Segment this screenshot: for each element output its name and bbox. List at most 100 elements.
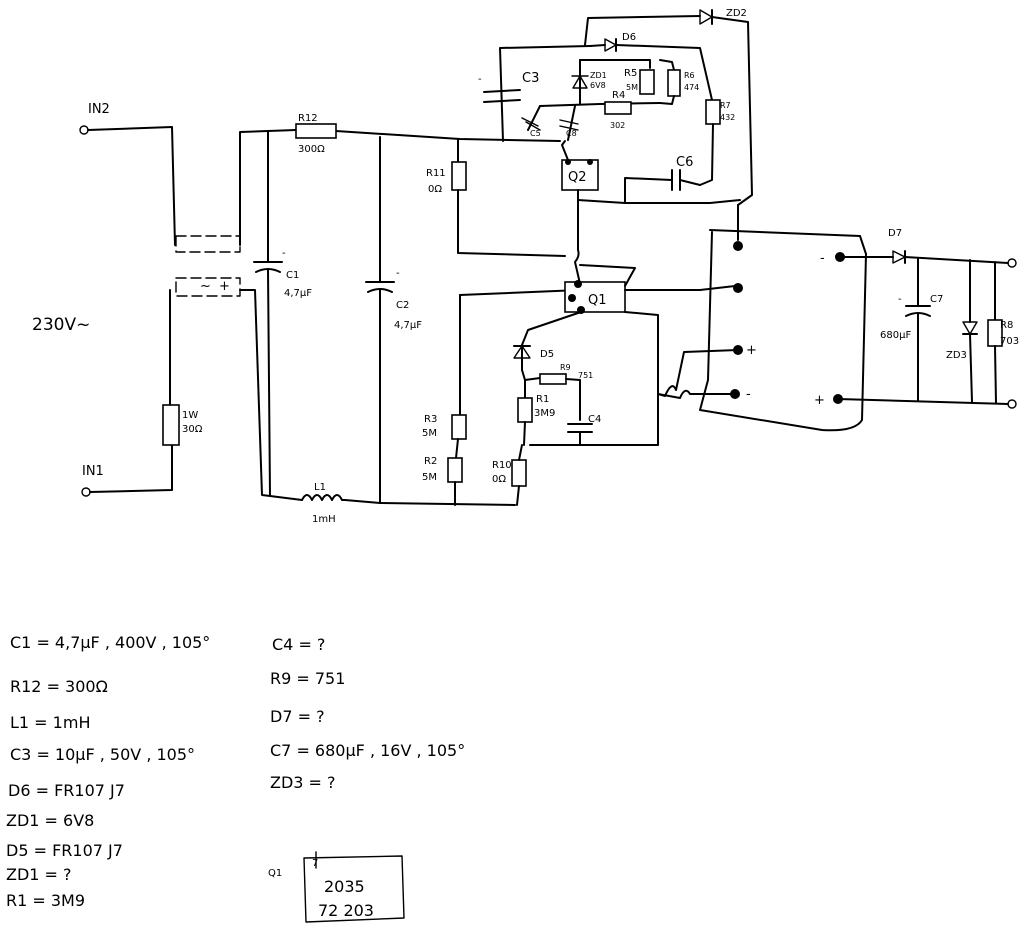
r6-value: 474 (684, 83, 699, 92)
zd2: ZD2 (584, 8, 753, 206)
d6: D6 (589, 32, 713, 101)
wire-cap-bus (539, 102, 661, 107)
r5-name: R5 (624, 68, 637, 79)
wire-in1 (89, 443, 173, 493)
d6-name: D6 (622, 32, 636, 43)
c6-name: C6 (676, 155, 693, 170)
transformer-aux-plus: + (746, 343, 757, 358)
c1-name: C1 (286, 270, 299, 281)
c4-name: C4 (588, 414, 601, 425)
wire-hv-rail (335, 130, 561, 142)
r8-name: R8 (1000, 320, 1013, 331)
out-plus-terminal (1007, 258, 1017, 268)
fuse-resistor: 1W 30Ω (162, 404, 203, 446)
note-c7: C7 = 680µF , 16V , 105° (270, 741, 465, 760)
zd1-value: 6V8 (590, 81, 606, 90)
c1-value: 4,7µF (284, 288, 312, 299)
c2-minus: - (396, 268, 400, 279)
d5: D5 (513, 344, 554, 371)
wire-r3-q1 (459, 289, 581, 296)
wire-aux-winding (657, 349, 739, 397)
r10-name: R10 (492, 460, 512, 471)
r4-value: 302 (610, 121, 625, 130)
wire-q1-d5 (521, 311, 582, 346)
wire-q2-q1 (574, 189, 581, 285)
d5-name: D5 (540, 349, 554, 360)
r7-name: R7 (720, 101, 731, 110)
in1-label: IN1 (82, 464, 104, 479)
notes-right: C4 = ? R9 = 751 D7 = ? C7 = 680µF , 16V … (270, 635, 465, 792)
note-zd3: ZD3 = ? (270, 773, 336, 792)
note-l1: L1 = 1mH (10, 713, 90, 732)
note-d5: D5 = FR107 J7 (6, 841, 123, 860)
r3: R3 5M (422, 294, 467, 440)
wire-c3-left (499, 45, 591, 142)
q1: Q1 (564, 280, 626, 314)
wire-bridge-top (239, 129, 297, 246)
c3: - C3 (478, 71, 539, 103)
r4-name: R4 (612, 90, 625, 101)
wire-in2 (87, 126, 176, 246)
wire-d5-r9 (521, 369, 541, 381)
zd3-name: ZD3 (946, 350, 967, 361)
r12: R12 300Ω (295, 113, 337, 155)
c3-minus: - (478, 74, 482, 85)
r3-value: 5M (422, 428, 437, 439)
mains-voltage-label: 230V~ (32, 315, 90, 335)
r7: R7 432 (699, 99, 735, 186)
c6: C6 (624, 155, 701, 204)
zd1: ZD1 6V8 (571, 59, 607, 105)
bridge-rectifier: ~ + (175, 235, 241, 297)
wire-out-bottom (837, 398, 1009, 405)
wire-bridge-bottom (239, 289, 303, 501)
note-c3: C3 = 10µF , 50V , 105° (10, 745, 195, 764)
in2-label: IN2 (88, 102, 110, 117)
fuse-rating: 1W (182, 410, 198, 421)
wire-return-rail (344, 499, 516, 506)
l1-value: 1mH (312, 514, 336, 525)
r9: R9 751 (539, 363, 593, 421)
r12-value: 300Ω (298, 144, 325, 155)
r5-value: 5M (626, 83, 638, 92)
r7-value: 432 (720, 113, 735, 122)
r8-value: 703 (1000, 336, 1019, 347)
out-minus-terminal (1007, 399, 1017, 409)
r5: R5 5M (624, 68, 655, 95)
note-r1: R1 = 3M9 (6, 891, 85, 910)
r6: R6 474 (659, 59, 699, 105)
l1: L1 1mH (301, 482, 346, 525)
c7-minus: - (898, 294, 902, 305)
zd3: ZD3 (946, 259, 978, 403)
r6-name: R6 (684, 71, 695, 80)
wire-out-top (904, 256, 1009, 264)
r9-name: R9 (560, 363, 571, 372)
wire-q1-top (579, 264, 636, 287)
r8: R8 703 (987, 261, 1019, 404)
r1-value: 3M9 (534, 408, 555, 419)
q1-marking-line1: 7 (312, 858, 318, 869)
wire-q2-gate (561, 140, 569, 161)
transformer-out-minus: - (820, 251, 825, 266)
c2-value: 4,7µF (394, 320, 422, 331)
c5-name: C5 (530, 129, 541, 138)
bridge-ac-symbol: ~ (200, 279, 211, 294)
zd2-name: ZD2 (726, 8, 747, 19)
note-r9: R9 = 751 (270, 669, 345, 688)
q1-marking-label: Q1 (268, 868, 282, 879)
wire-q1-source (529, 311, 659, 446)
r10-value: 0Ω (492, 474, 506, 485)
bridge-plus-symbol: + (219, 279, 230, 294)
r9-value: 751 (578, 371, 593, 380)
q2: Q2 (561, 159, 599, 191)
fuse-value: 30Ω (182, 424, 203, 435)
r1: R1 3M9 (517, 379, 555, 446)
q1-marking-sketch: Q1 7 2035 72 203 (268, 851, 405, 923)
output-terminals (1007, 258, 1017, 409)
in2-terminal (79, 125, 89, 135)
q1-marking-line2: 2035 (324, 877, 365, 896)
r4: R4 302 (604, 90, 632, 130)
c1: - C1 4,7µF (253, 131, 312, 496)
note-c4: C4 = ? (272, 635, 325, 654)
note-c1: C1 = 4,7µF , 400V , 105° (10, 633, 210, 652)
c2-name: C2 (396, 300, 409, 311)
